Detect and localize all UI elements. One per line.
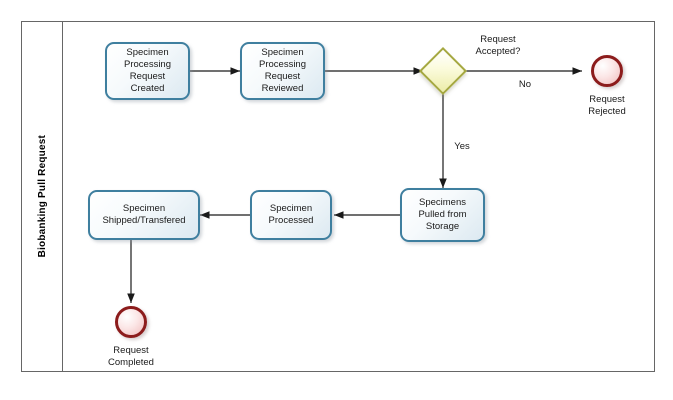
task-label-line: Specimen [126, 47, 169, 58]
task-label-line: Processing [124, 59, 171, 70]
task-label-line: Processed [268, 215, 314, 226]
task-label-line: Request [129, 71, 166, 82]
flow-label-yes: Yes [454, 141, 470, 152]
task-specimen-processed[interactable]: Specimen Processed [250, 190, 332, 240]
task-label-line: Request [264, 71, 301, 82]
task-label-line: Specimen [122, 203, 166, 214]
event-label-line: Request [113, 345, 149, 356]
event-request-rejected[interactable] [591, 55, 623, 87]
event-request-completed[interactable] [115, 306, 147, 338]
task-label-line: Processing [259, 59, 306, 70]
gateway-label-line: Accepted? [475, 46, 521, 57]
task-specimen-shipped-transfered[interactable]: Specimen Shipped/Transfered [88, 190, 200, 240]
task-label-line: Specimens [419, 197, 466, 208]
flow-label-no: No [518, 79, 532, 90]
lane-label: Biobanking Pull Request [36, 135, 48, 258]
task-specimen-processing-request-reviewed[interactable]: Specimen Processing Request Reviewed [240, 42, 325, 100]
event-request-completed-label: Request Completed [86, 345, 176, 369]
event-label-line: Request [589, 94, 625, 105]
event-label-line: Completed [108, 357, 154, 368]
event-label-line: Rejected [588, 106, 626, 117]
task-label-line: Specimen [261, 47, 304, 58]
task-specimen-processing-request-created[interactable]: Specimen Processing Request Created [105, 42, 190, 100]
gateway-label-line: Request [480, 34, 516, 45]
task-label-line: Specimen [269, 203, 313, 214]
pool-header: Biobanking Pull Request [22, 22, 63, 371]
task-label-line: Storage [425, 221, 460, 232]
task-label-line: Pulled from [418, 209, 467, 220]
gateway-label: Request Accepted? [452, 34, 544, 58]
event-request-rejected-label: Request Rejected [562, 94, 652, 118]
task-label-line: Created [130, 83, 165, 94]
task-label-line: Reviewed [261, 83, 304, 94]
task-label-line: Shipped/Transfered [102, 215, 186, 226]
task-specimens-pulled-from-storage[interactable]: Specimens Pulled from Storage [400, 188, 485, 242]
